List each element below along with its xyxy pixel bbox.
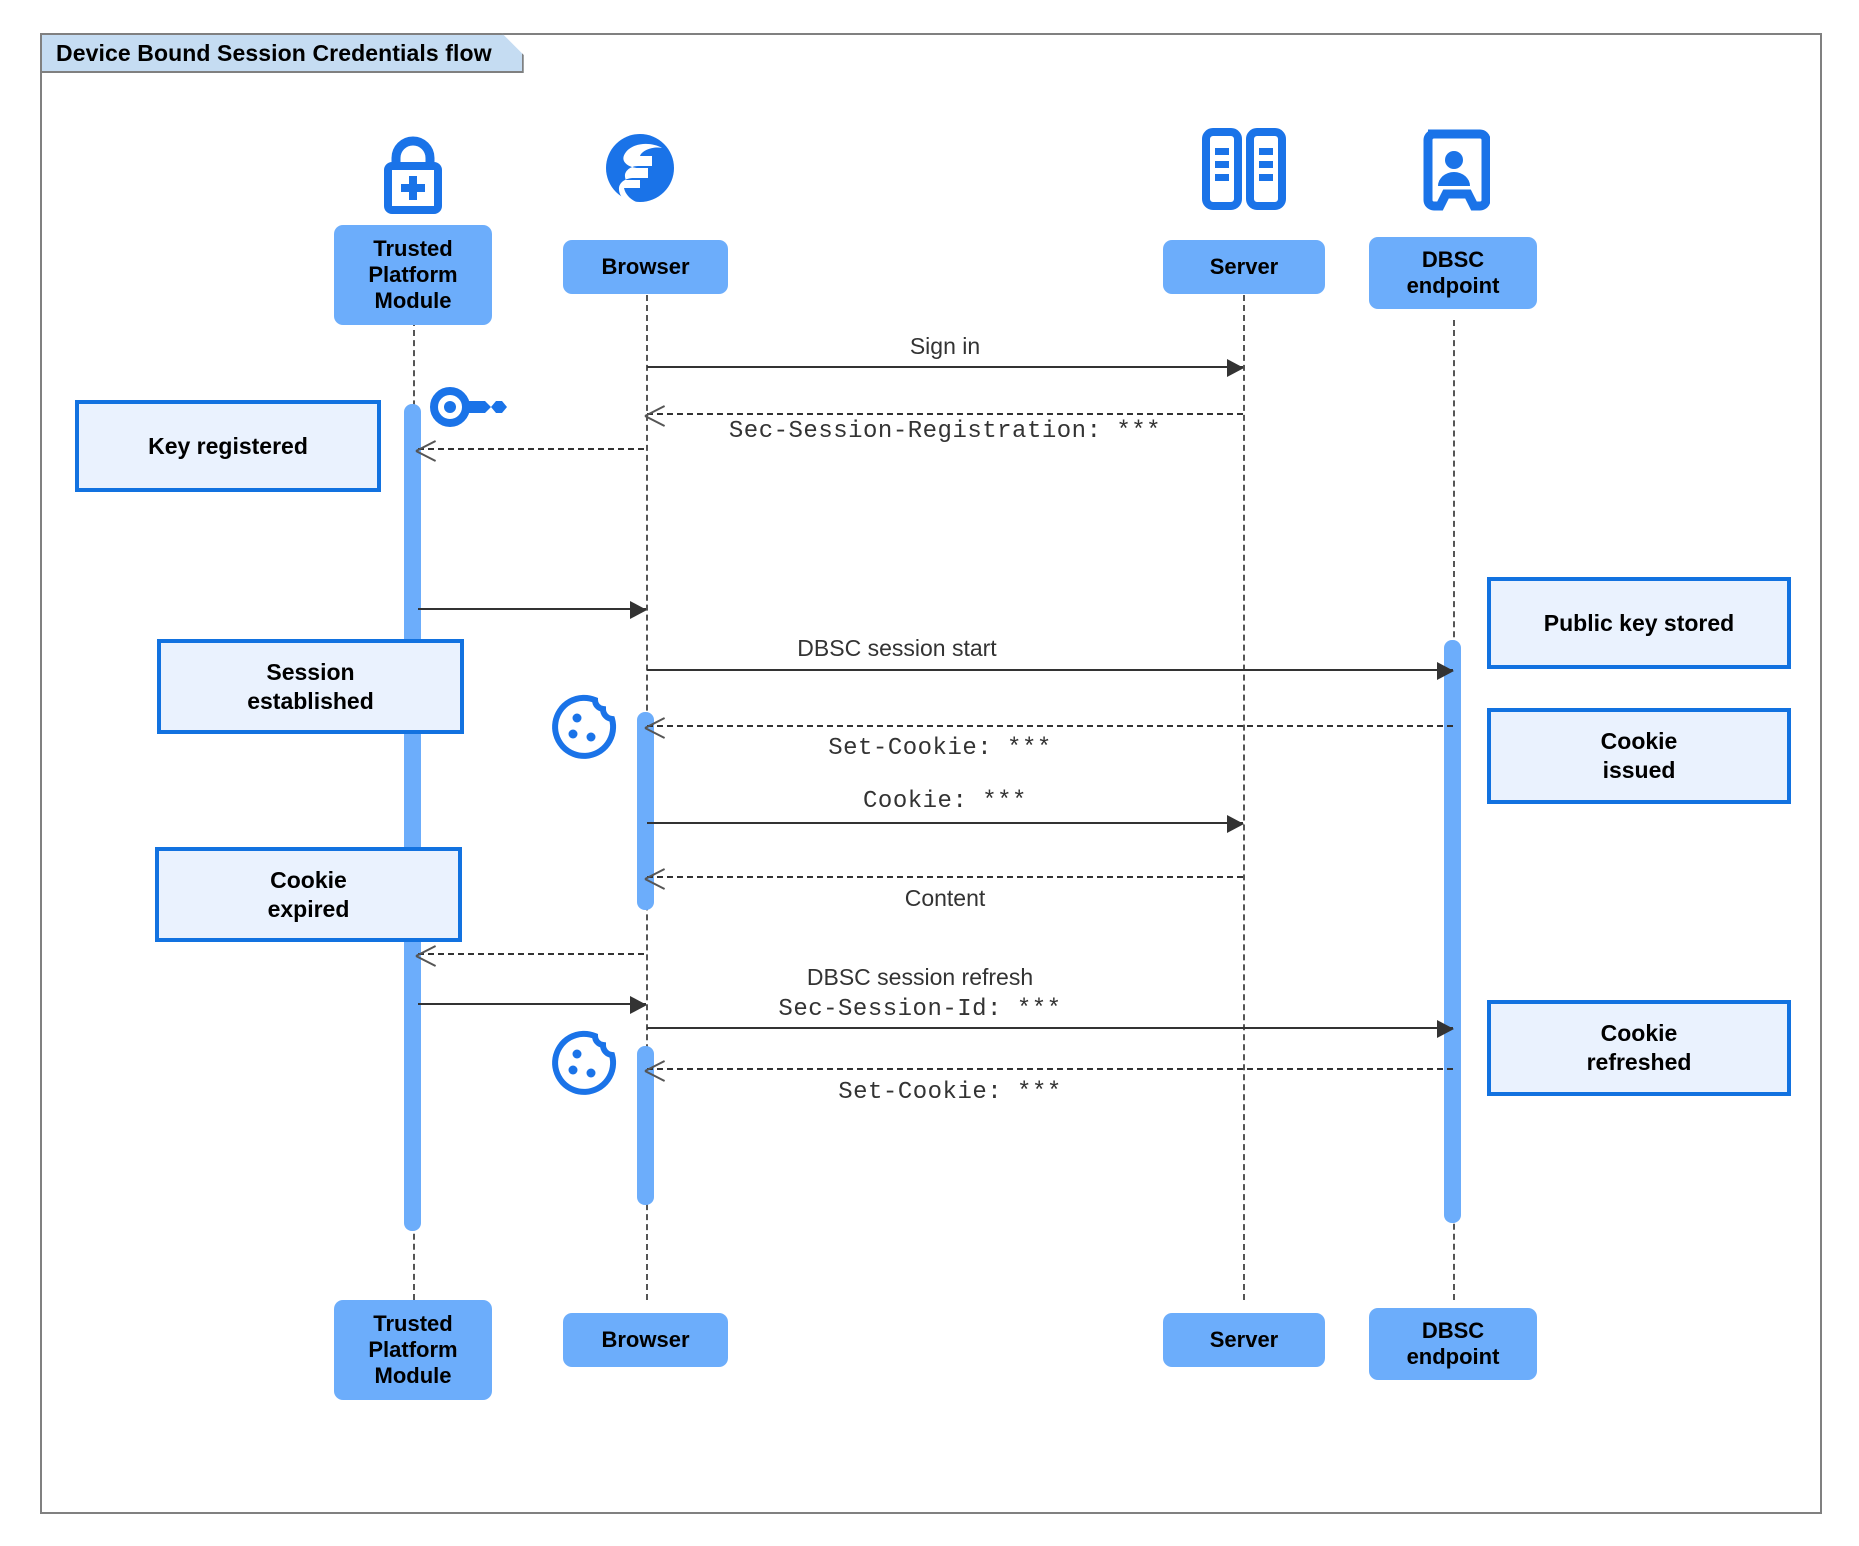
message-sec-session-registration bbox=[647, 413, 1243, 415]
message-sign-in bbox=[647, 359, 1244, 377]
activation-tpm bbox=[404, 404, 421, 1231]
globe-icon bbox=[600, 128, 680, 208]
message-set-cookie-2 bbox=[647, 1068, 1453, 1070]
message-tpm-to-browser-key bbox=[418, 601, 647, 619]
participant-server[interactable]: Server bbox=[1163, 240, 1325, 294]
message-tpm-to-browser-refresh bbox=[418, 996, 647, 1014]
participant-bottom-dbsc[interactable]: DBSC endpoint bbox=[1369, 1308, 1537, 1380]
cookie-icon bbox=[551, 1030, 617, 1096]
message-dbsc-session-start bbox=[647, 662, 1454, 680]
message-browser-to-tpm-register bbox=[418, 448, 644, 450]
participant-bottom-browser[interactable]: Browser bbox=[563, 1313, 728, 1367]
activation-browser-2 bbox=[637, 1046, 654, 1205]
message-label-set-cookie-2: Set-Cookie: *** bbox=[838, 1079, 1062, 1106]
activation-browser-1 bbox=[637, 712, 654, 910]
arrow-head-icon bbox=[1437, 1020, 1454, 1038]
arrow-head-icon bbox=[1227, 359, 1244, 377]
message-dbsc-session-refresh bbox=[647, 1020, 1454, 1038]
arrow-head-icon bbox=[416, 944, 436, 966]
participant-tpm[interactable]: Trusted Platform Module bbox=[334, 225, 492, 325]
participant-browser[interactable]: Browser bbox=[563, 240, 728, 294]
note-key-registered: Key registered bbox=[75, 400, 381, 492]
message-label-dbsc-session-start: DBSC session start bbox=[797, 635, 997, 661]
message-label-sign-in: Sign in bbox=[909, 333, 981, 359]
message-label-set-cookie-1: Set-Cookie: *** bbox=[828, 735, 1052, 762]
note-public-key-stored: Public key stored bbox=[1487, 577, 1791, 669]
arrow-head-icon bbox=[645, 1059, 665, 1081]
message-content bbox=[647, 876, 1243, 878]
arrow-head-icon bbox=[630, 601, 647, 619]
participant-bottom-tpm[interactable]: Trusted Platform Module bbox=[334, 1300, 492, 1400]
participant-dbsc[interactable]: DBSC endpoint bbox=[1369, 237, 1537, 309]
message-label-sec-session-id: Sec-Session-Id: *** bbox=[778, 996, 1062, 1023]
arrow-head-icon bbox=[630, 996, 647, 1014]
server-racks-icon bbox=[1198, 128, 1290, 210]
message-cookie bbox=[647, 815, 1244, 833]
message-label-dbsc-session-refresh: DBSC session refresh bbox=[806, 964, 1034, 990]
message-label-content: Content bbox=[904, 885, 986, 911]
padlock-plus-icon bbox=[370, 128, 456, 220]
arrow-head-icon bbox=[1227, 815, 1244, 833]
id-badge-icon bbox=[1418, 128, 1491, 212]
lifeline-server bbox=[1243, 285, 1245, 1300]
arrow-head-icon bbox=[1437, 662, 1454, 680]
message-label-sec-session-registration: Sec-Session-Registration: *** bbox=[728, 418, 1162, 445]
note-cookie-issued: Cookie issued bbox=[1487, 708, 1791, 804]
participant-bottom-server[interactable]: Server bbox=[1163, 1313, 1325, 1367]
activation-dbsc bbox=[1444, 640, 1461, 1223]
note-cookie-expired: Cookie expired bbox=[155, 847, 462, 942]
key-icon bbox=[428, 383, 508, 431]
arrow-head-icon bbox=[416, 439, 436, 461]
note-session-established: Session established bbox=[157, 639, 464, 734]
diagram-title: Device Bound Session Credentials flow bbox=[40, 33, 524, 73]
message-label-cookie: Cookie: *** bbox=[863, 788, 1027, 815]
message-set-cookie-1 bbox=[647, 725, 1453, 727]
note-cookie-refreshed: Cookie refreshed bbox=[1487, 1000, 1791, 1096]
message-browser-to-tpm-refresh bbox=[418, 953, 644, 955]
cookie-icon bbox=[551, 694, 617, 760]
